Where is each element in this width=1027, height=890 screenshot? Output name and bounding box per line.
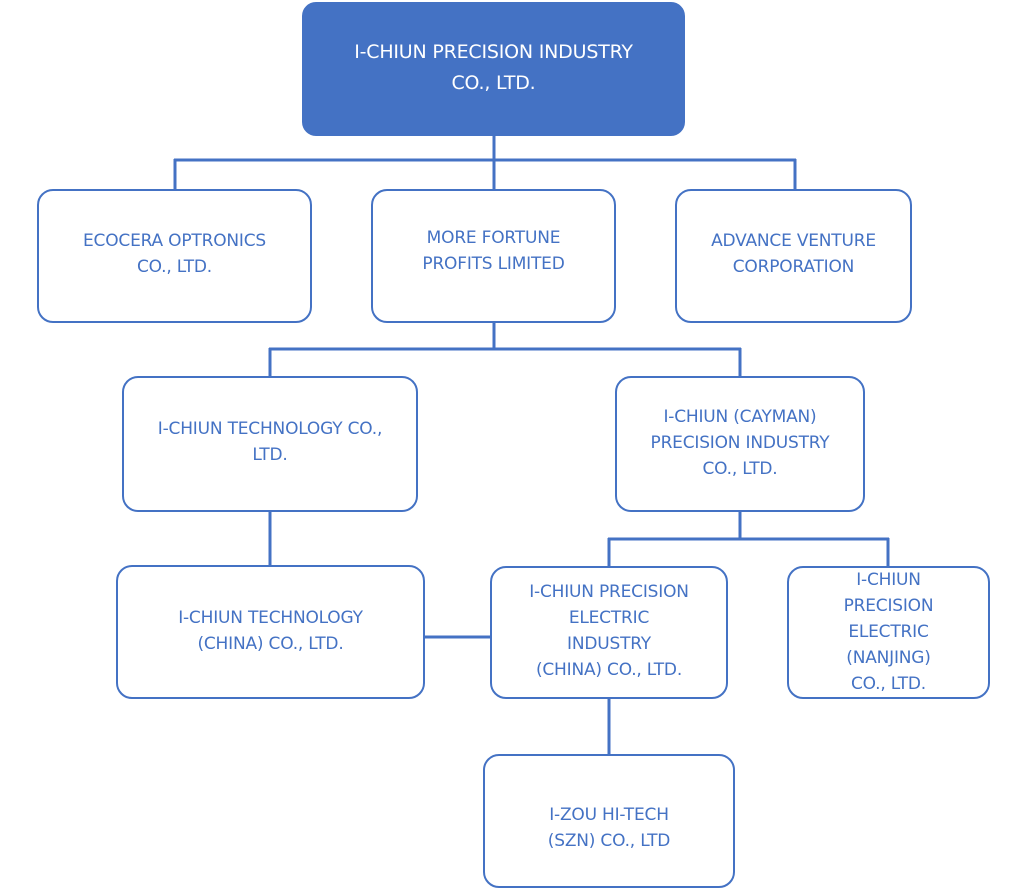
node-label: I-CHIUN PRECISION ELECTRIC INDUSTRY (CHI… [529, 581, 689, 680]
node-ichiun-precision-electric-nanjing: I-CHIUN PRECISION ELECTRIC (NANJING) CO.… [787, 566, 990, 699]
node-ecocera-optronics: ECOCERA OPTRONICS CO., LTD. [37, 189, 312, 323]
node-more-fortune-profits: MORE FORTUNE PROFITS LIMITED [371, 189, 616, 323]
node-label: I-CHIUN PRECISION ELECTRIC (NANJING) CO.… [843, 569, 934, 694]
node-ichiun-technology: I-CHIUN TECHNOLOGY CO., LTD. [122, 376, 418, 512]
node-label: ECOCERA OPTRONICS CO., LTD. [83, 231, 266, 277]
node-advance-venture: ADVANCE VENTURE CORPORATION [675, 189, 912, 323]
node-label: I-CHIUN TECHNOLOGY (CHINA) CO., LTD. [178, 608, 363, 654]
node-izou-hitech: I-ZOU HI-TECH (SZN) CO., LTD [483, 754, 735, 888]
node-label: I-ZOU HI-TECH (SZN) CO., LTD [547, 805, 671, 851]
node-label: I-CHIUN (CAYMAN) PRECISION INDUSTRY CO.,… [650, 407, 830, 479]
node-ichiun-technology-china: I-CHIUN TECHNOLOGY (CHINA) CO., LTD. [116, 565, 425, 699]
node-label: MORE FORTUNE PROFITS LIMITED [422, 228, 565, 274]
node-label: I-CHIUN TECHNOLOGY CO., LTD. [157, 419, 383, 465]
node-ichiun-precision-electric-china: I-CHIUN PRECISION ELECTRIC INDUSTRY (CHI… [490, 566, 728, 699]
node-label: ADVANCE VENTURE CORPORATION [711, 231, 876, 277]
node-ichiun-cayman: I-CHIUN (CAYMAN) PRECISION INDUSTRY CO.,… [615, 376, 865, 512]
node-i-chiun-precision-industry: I-CHIUN PRECISION INDUSTRY CO., LTD. [302, 2, 685, 136]
node-label: I-CHIUN PRECISION INDUSTRY CO., LTD. [354, 41, 633, 94]
